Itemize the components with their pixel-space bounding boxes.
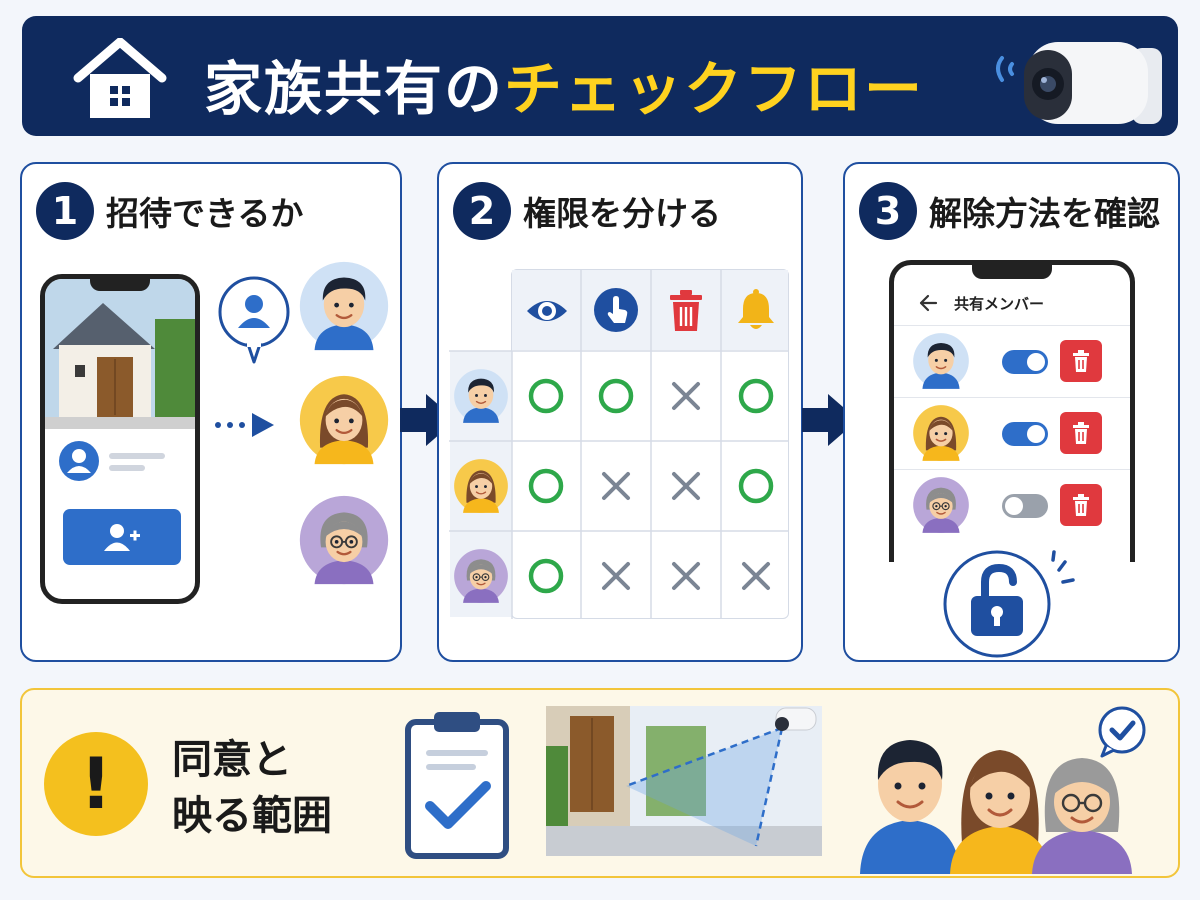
house-photo: [45, 279, 195, 429]
flow-arrow-icon: [400, 394, 456, 446]
grandmother-avatar: [298, 494, 390, 586]
grandmother-avatar: [453, 548, 509, 604]
header-banner: 家族共有のチェックフロー: [22, 16, 1178, 136]
denied-mark: [742, 562, 770, 590]
father-avatar: [298, 260, 390, 352]
father-avatar: [912, 332, 970, 390]
step-number: 1: [36, 182, 94, 240]
invite-bubble-icon: [218, 276, 290, 364]
permission-table: [449, 269, 789, 619]
step-number: 2: [453, 182, 511, 240]
denied-mark: [672, 382, 700, 410]
family-group-icon: [860, 706, 1146, 874]
allowed-mark: [526, 556, 566, 596]
step-title: 解除方法を確認: [929, 194, 1160, 233]
share-toggle[interactable]: [1002, 350, 1048, 374]
add-user-icon: [104, 524, 140, 551]
allowed-mark: [526, 466, 566, 506]
allowed-mark: [596, 376, 636, 416]
unlock-icon[interactable]: [941, 548, 1091, 658]
allowed-mark: [736, 466, 776, 506]
dotted-arrow-icon: [215, 413, 274, 437]
notice-text: 同意と 映る範囲: [172, 737, 332, 839]
avatar: [59, 441, 165, 481]
member-row-grandmother: [894, 469, 1130, 539]
grandmother-avatar: [912, 476, 970, 534]
clipboard-check-icon: [405, 712, 509, 859]
remove-member-button[interactable]: [1060, 412, 1102, 454]
remove-member-button[interactable]: [1060, 484, 1102, 526]
back-arrow-icon[interactable]: [918, 293, 938, 313]
members-screen-title: 共有メンバー: [954, 295, 1045, 313]
phone-members-screen: 共有メンバー: [889, 260, 1135, 562]
mother-avatar: [912, 404, 970, 462]
step-title: 招待できるか: [106, 194, 304, 233]
share-toggle[interactable]: [1002, 422, 1048, 446]
mother-avatar: [453, 458, 509, 514]
member-row-father: [894, 325, 1130, 395]
denied-mark: [672, 562, 700, 590]
denied-mark: [602, 562, 630, 590]
security-camera-icon: [996, 42, 1162, 124]
phone-invite-screen: [40, 274, 200, 604]
add-user-button[interactable]: [63, 509, 181, 565]
allowed-mark: [736, 376, 776, 416]
step-1-panel: 1 招待できるか: [20, 162, 402, 662]
house-icon: [73, 38, 167, 118]
step-2-panel: 2 権限を分ける: [437, 162, 803, 662]
remove-member-button[interactable]: [1060, 340, 1102, 382]
camera-view-scene: [546, 706, 822, 856]
allowed-mark: [526, 376, 566, 416]
father-avatar: [453, 368, 509, 424]
page-title: 家族共有のチェックフロー: [204, 55, 925, 123]
denied-mark: [602, 472, 630, 500]
trash-icon: [1072, 493, 1090, 517]
member-row-mother: [894, 397, 1130, 467]
bell-icon: [738, 289, 774, 329]
warning-icon: !: [44, 732, 148, 836]
step-title: 権限を分ける: [523, 194, 721, 233]
trash-icon: [670, 290, 702, 331]
step-3-panel: 3 解除方法を確認 共有メンバー: [843, 162, 1180, 662]
step-number: 3: [859, 182, 917, 240]
mother-avatar: [298, 374, 390, 466]
notice-panel: ! 同意と 映る範囲: [20, 688, 1180, 878]
share-toggle[interactable]: [1002, 494, 1048, 518]
trash-icon: [1072, 421, 1090, 445]
trash-icon: [1072, 349, 1090, 373]
tap-icon: [594, 288, 638, 332]
denied-mark: [672, 472, 700, 500]
flow-arrow-icon: [802, 394, 858, 446]
eye-icon: [527, 301, 567, 321]
